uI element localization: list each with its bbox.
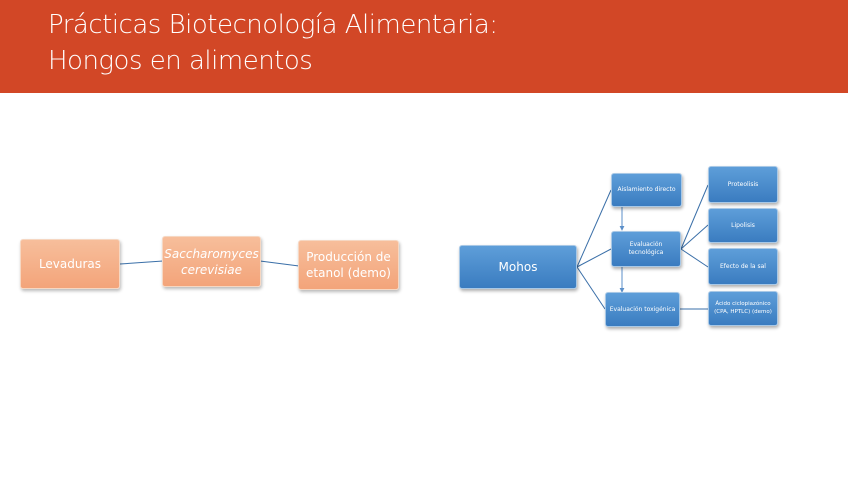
slide-title-line2: Hongos en alimentos (48, 46, 313, 76)
node-mohos-label: Mohos (498, 260, 538, 274)
node-efecto-sal-label: Efecto de la sal (720, 262, 766, 270)
node-levaduras: Levaduras (20, 239, 120, 289)
node-evaluacion-tecnologica: Evaluación tecnológica (611, 231, 681, 267)
node-acido-ciclopiazonico: Ácido ciclopiazónico (CPA, HPTLC) (demo) (708, 291, 778, 326)
node-produccion-label: Producción de etanol (demo) (306, 250, 391, 280)
node-lipolisis: Lipolisis (708, 208, 778, 243)
connector-levaduras-saccharomyces (119, 260, 164, 265)
node-produccion: Producción de etanol (demo) (298, 240, 399, 290)
connector-tecnologica-lipolisis (680, 224, 709, 250)
node-saccharomyces: Saccharomyces cerevisiae (162, 236, 261, 287)
node-saccharomyces-label: Saccharomyces cerevisiae (164, 246, 259, 277)
connector-saccharomyces-produccion (259, 260, 300, 267)
connector-tecnologica-proteolisis (680, 184, 709, 250)
node-evaluacion-toxigenica-label: Evaluación toxigénica (609, 305, 676, 313)
node-aislamiento: Aislamiento directo (611, 173, 682, 207)
node-aislamiento-label: Aislamiento directo (617, 186, 676, 193)
slide-title-line1: Prácticas Biotecnología Alimentaria: (48, 10, 498, 40)
connector-mohos-tecnologica (576, 248, 612, 268)
connector-tecnologica-efecto (680, 248, 709, 268)
node-proteolisis-label: Proteolisis (727, 180, 759, 188)
node-acido-ciclopiazonico-label: Ácido ciclopiazónico (CPA, HPTLC) (demo) (714, 301, 772, 315)
node-levaduras-label: Levaduras (38, 257, 102, 271)
node-efecto-sal: Efecto de la sal (708, 248, 778, 285)
node-evaluacion-tecnologica-label: Evaluación tecnológica (628, 241, 664, 256)
node-mohos: Mohos (459, 245, 577, 289)
title-banner: Prácticas Biotecnología Alimentaria: Hon… (0, 0, 848, 93)
connector-mohos-aislamiento (576, 189, 612, 268)
connector-mohos-toxigenica (576, 266, 606, 310)
node-proteolisis: Proteolisis (708, 166, 778, 203)
node-evaluacion-toxigenica: Evaluación toxigénica (605, 292, 680, 327)
node-lipolisis-label: Lipolisis (731, 221, 755, 229)
